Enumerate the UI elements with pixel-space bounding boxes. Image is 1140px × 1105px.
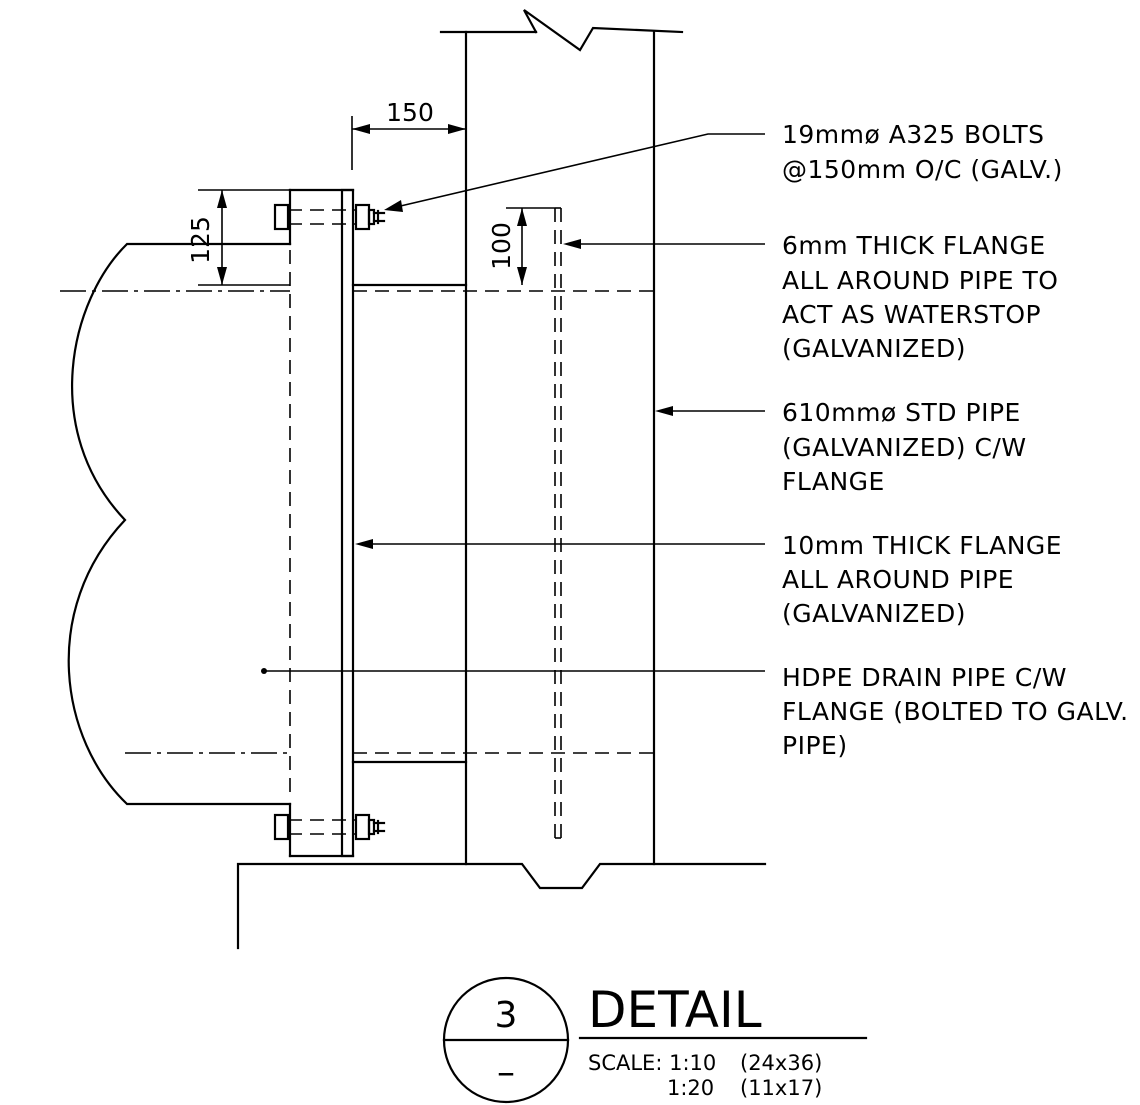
callout-waterstop-line-4: (GALVANIZED) <box>782 334 966 363</box>
callout-std-pipe-line-2: (GALVANIZED) C/W <box>782 433 1027 462</box>
concrete-wall <box>439 9 684 866</box>
scale-line-2: 1:20 <box>667 1076 714 1100</box>
dimension-150: 150 <box>351 98 466 170</box>
sheet-reference: – <box>497 1052 515 1093</box>
callout-waterstop-line-3: ACT AS WATERSTOP <box>782 300 1041 329</box>
callout-waterstop-line-1: 6mm THICK FLANGE <box>782 231 1046 260</box>
base-slab <box>236 862 767 950</box>
leaders <box>261 133 765 674</box>
waterstop-flange <box>554 207 562 839</box>
callout-std-pipe: 610mmø STD PIPE (GALVANIZED) C/W FLANGE <box>782 398 1027 496</box>
callout-std-pipe-line-3: FLANGE <box>782 467 885 496</box>
top-bolt <box>273 203 386 231</box>
galvanized-pipe <box>351 283 654 764</box>
dimension-100: 100 <box>487 207 555 285</box>
dimension-150-label: 150 <box>386 98 434 127</box>
detail-title: DETAIL <box>588 981 762 1039</box>
dimension-100-label: 100 <box>487 222 516 270</box>
callout-flange-plate-line-1: 10mm THICK FLANGE <box>782 531 1062 560</box>
dimension-125: 125 <box>186 189 290 286</box>
callout-waterstop-line-2: ALL AROUND PIPE TO <box>782 266 1058 295</box>
callout-hdpe: HDPE DRAIN PIPE C/W FLANGE (BOLTED TO GA… <box>782 663 1129 760</box>
detail-title-block: 3 – DETAIL SCALE: 1:10 (24x36) 1:20 (11x… <box>442 976 868 1104</box>
flange-plate <box>340 188 355 858</box>
callout-bolts-line-2: @150mm O/C (GALV.) <box>782 155 1063 184</box>
callout-flange-plate-line-2: ALL AROUND PIPE <box>782 565 1014 594</box>
hdpe-drain-pipe <box>60 188 355 858</box>
scale-line-2-paper: (11x17) <box>740 1076 822 1100</box>
callout-std-pipe-line-1: 610mmø STD PIPE <box>782 398 1021 427</box>
callout-flange-plate-line-3: (GALVANIZED) <box>782 599 966 628</box>
callout-bolts: 19mmø A325 BOLTS @150mm O/C (GALV.) <box>782 120 1063 184</box>
scale-line-1: SCALE: 1:10 <box>588 1051 716 1075</box>
scale-line-1-paper: (24x36) <box>740 1051 822 1075</box>
dimension-125-label: 125 <box>186 216 215 264</box>
callout-bolts-line-1: 19mmø A325 BOLTS <box>782 120 1045 149</box>
callout-flange-plate: 10mm THICK FLANGE ALL AROUND PIPE (GALVA… <box>782 531 1062 628</box>
callout-hdpe-line-3: PIPE) <box>782 731 848 760</box>
callout-waterstop: 6mm THICK FLANGE ALL AROUND PIPE TO ACT … <box>782 231 1058 363</box>
callout-hdpe-line-2: FLANGE (BOLTED TO GALV. <box>782 697 1129 726</box>
bottom-bolt <box>273 813 386 841</box>
detail-number: 3 <box>495 995 518 1036</box>
callout-hdpe-line-1: HDPE DRAIN PIPE C/W <box>782 663 1067 692</box>
